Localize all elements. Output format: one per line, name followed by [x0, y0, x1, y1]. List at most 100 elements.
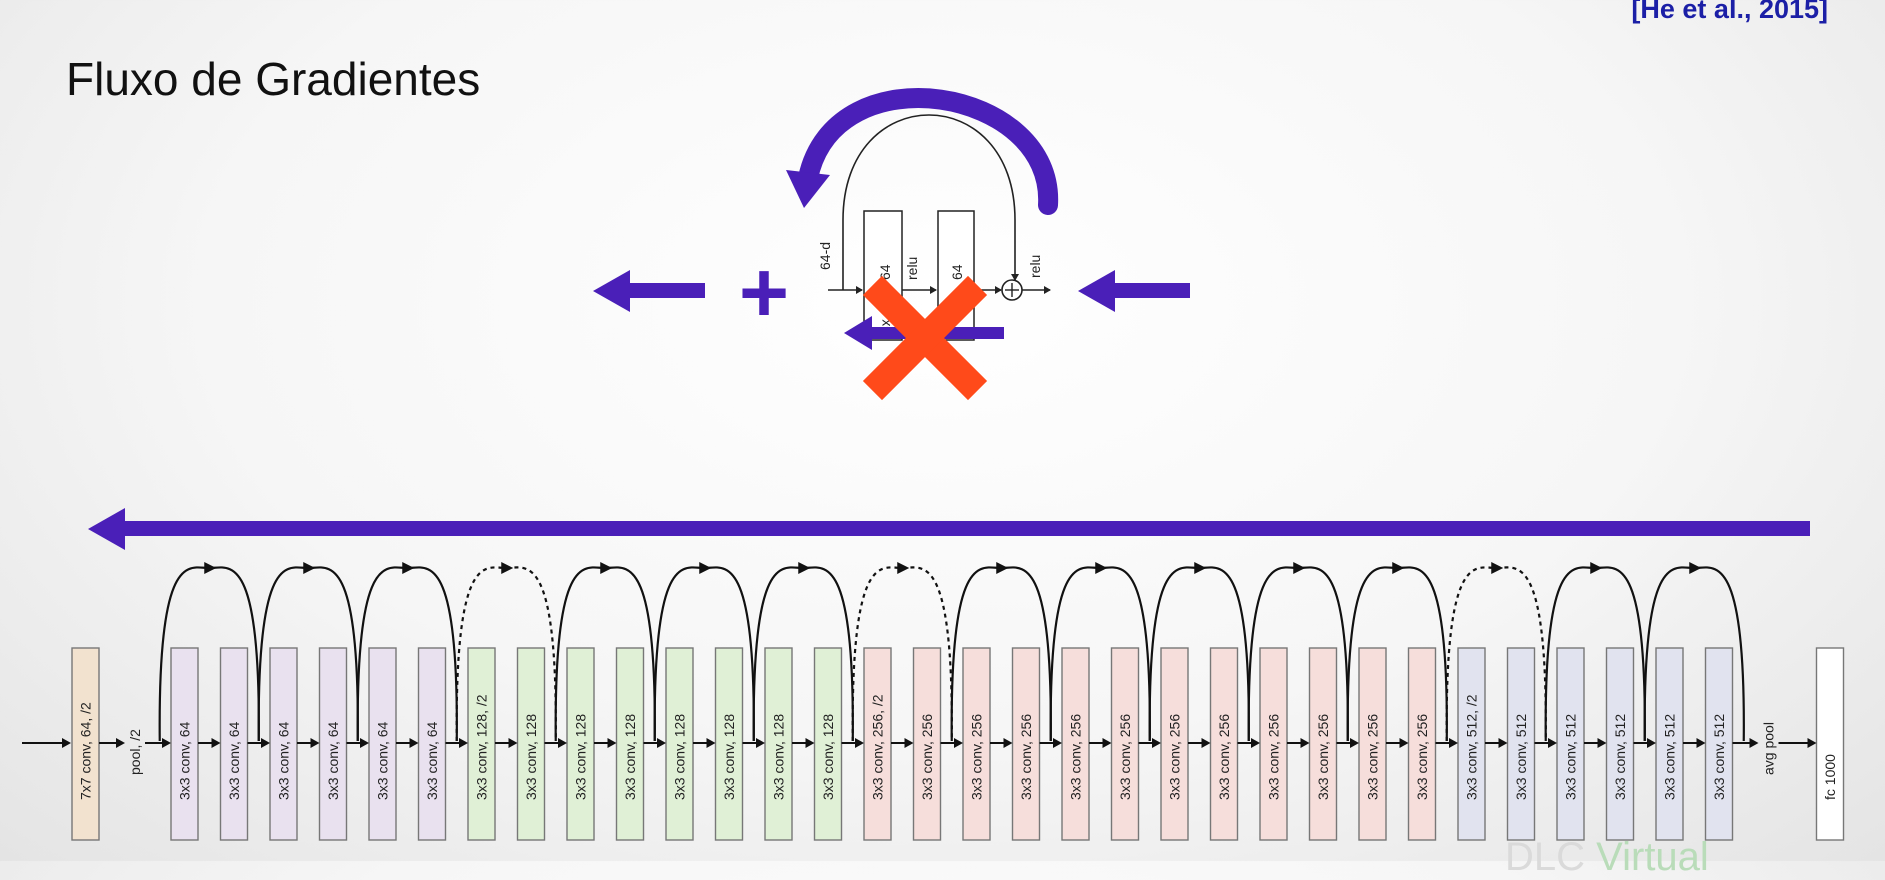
layer-label: 3x3 conv, 512 [1662, 714, 1678, 800]
layer-box [269, 647, 298, 841]
layer-box [516, 647, 546, 841]
layer-label: 3x3 conv, 128, /2 [474, 694, 490, 800]
plus-sign: + [739, 245, 789, 341]
layer-box [1209, 647, 1239, 841]
citation: [He et al., 2015] [1631, 0, 1828, 24]
shortcut-arrowhead [600, 562, 613, 574]
layer-box [1061, 647, 1090, 841]
layer-label: 7x7 conv, 64, /2 [78, 702, 94, 800]
layer-label: 3x3 conv, 64 [177, 721, 193, 800]
layer-box [1308, 647, 1338, 841]
layer-label: 3x3 conv, 512, /2 [1464, 694, 1480, 800]
layer-label: 3x3 conv, 64 [226, 721, 242, 800]
layer-label: 3x3 conv, 256 [1266, 714, 1282, 800]
blocked-path-cross [862, 275, 988, 401]
layer-label: 3x3 conv, 512 [1513, 714, 1529, 800]
shortcut-arrowhead [1689, 562, 1702, 574]
shortcut-arrowhead [402, 562, 415, 574]
layer-box [566, 647, 595, 841]
layer-label: 3x3 conv, 256, /2 [870, 694, 886, 800]
projection-shortcut [455, 566, 557, 742]
residual-block-diagram: 64-d 3x 64 relu 64 relu + [88, 88, 1810, 550]
shortcut-arrowhead [699, 562, 712, 574]
layer-label: 3x3 conv, 256 [1216, 714, 1232, 800]
layer-box [912, 647, 942, 841]
layer-box [962, 647, 991, 841]
shortcut-arrowhead [897, 562, 910, 574]
layer-box [764, 647, 793, 841]
resnet-diagram: 7x7 conv, 64, /2 pool, /2 3x3 conv, 64 3x3 … [22, 562, 1845, 841]
output-gradient-shaft [620, 283, 705, 298]
layer-box [467, 647, 496, 841]
block-layer-2-label: 64 [949, 264, 965, 280]
layer-box [714, 647, 744, 841]
layer-label: 3x3 conv, 128 [721, 714, 737, 800]
output-gradient-head [593, 270, 630, 312]
layer-box [1815, 647, 1845, 841]
layer-label: pool, /2 [127, 729, 143, 775]
layer-label: 3x3 conv, 64 [375, 721, 391, 800]
layer-label: 3x3 conv, 256 [919, 714, 935, 800]
layer-box [1704, 647, 1734, 841]
layer-label: 3x3 conv, 512 [1711, 714, 1727, 800]
layer-label: 3x3 conv, 128 [820, 714, 836, 800]
layer-box [1407, 647, 1437, 841]
layer-box [1011, 647, 1041, 841]
layer-label: 3x3 conv, 256 [1167, 714, 1183, 800]
shortcut-arrowhead [996, 562, 1009, 574]
layer-box [1457, 647, 1486, 841]
network-gradient-shaft [110, 521, 1810, 536]
slide-title: Fluxo de Gradientes [66, 53, 481, 105]
block-layer-1-label: 64 [877, 264, 893, 280]
layer-label: 3x3 conv, 128 [672, 714, 688, 800]
layer-box [1358, 647, 1387, 841]
shortcut-arrowhead [303, 562, 316, 574]
block-relu-2: relu [1027, 255, 1043, 278]
projection-shortcut [851, 566, 953, 742]
layer-label: 3x3 conv, 256 [1117, 714, 1133, 800]
layer-label: 3x3 conv, 256 [1365, 714, 1381, 800]
layer-label: avg pool [1761, 722, 1777, 775]
shortcut-arrowhead [501, 562, 514, 574]
shortcut-arrowhead [1293, 562, 1306, 574]
layer-label: 3x3 conv, 256 [1068, 714, 1084, 800]
layer-box [1160, 647, 1189, 841]
layer-label: 3x3 conv, 128 [523, 714, 539, 800]
block-relu-1: relu [904, 257, 920, 280]
layer-box [219, 647, 249, 841]
shortcut-arrowhead [798, 562, 811, 574]
layer-label: 3x3 conv, 512 [1563, 714, 1579, 800]
shortcut-arrowhead [204, 562, 217, 574]
layer-box [71, 647, 100, 841]
layer-label: 3x3 conv, 256 [1018, 714, 1034, 800]
shortcut-arrowhead [1590, 562, 1603, 574]
weight-gradient-head [844, 316, 872, 350]
layer-label: 3x3 conv, 128 [573, 714, 589, 800]
layer-label: 3x3 conv, 64 [276, 721, 292, 800]
layer-label: 3x3 conv, 256 [1315, 714, 1331, 800]
layer-box [1655, 647, 1684, 841]
shortcut-arrowhead [1194, 562, 1207, 574]
layer-label: 3x3 conv, 256 [969, 714, 985, 800]
layer-label: 3x3 conv, 256 [1414, 714, 1430, 800]
network-gradient-head [88, 508, 125, 550]
layer-label: 3x3 conv, 64 [325, 721, 341, 800]
layer-box [170, 647, 199, 841]
layer-label: 3x3 conv, 512 [1612, 714, 1628, 800]
layer-label: fc 1000 [1822, 754, 1838, 800]
layer-label: 3x3 conv, 64 [424, 721, 440, 800]
layer-box [615, 647, 645, 841]
shortcut-arrowhead [1491, 562, 1504, 574]
shortcut-arrowhead [1095, 562, 1108, 574]
layer-box [417, 647, 447, 841]
shortcut-arrowhead [1392, 562, 1405, 574]
block-input-label: 64-d [817, 242, 833, 270]
input-gradient-shaft [1105, 283, 1190, 298]
projection-shortcut [1445, 566, 1547, 742]
identity-shortcut [842, 114, 1019, 290]
gradient-curve-arrowhead [786, 170, 830, 208]
gradient-curve-arrow [798, 88, 1059, 215]
input-gradient-head [1078, 270, 1115, 312]
layer-label: 3x3 conv, 128 [622, 714, 638, 800]
layer-label: 3x3 conv, 128 [771, 714, 787, 800]
